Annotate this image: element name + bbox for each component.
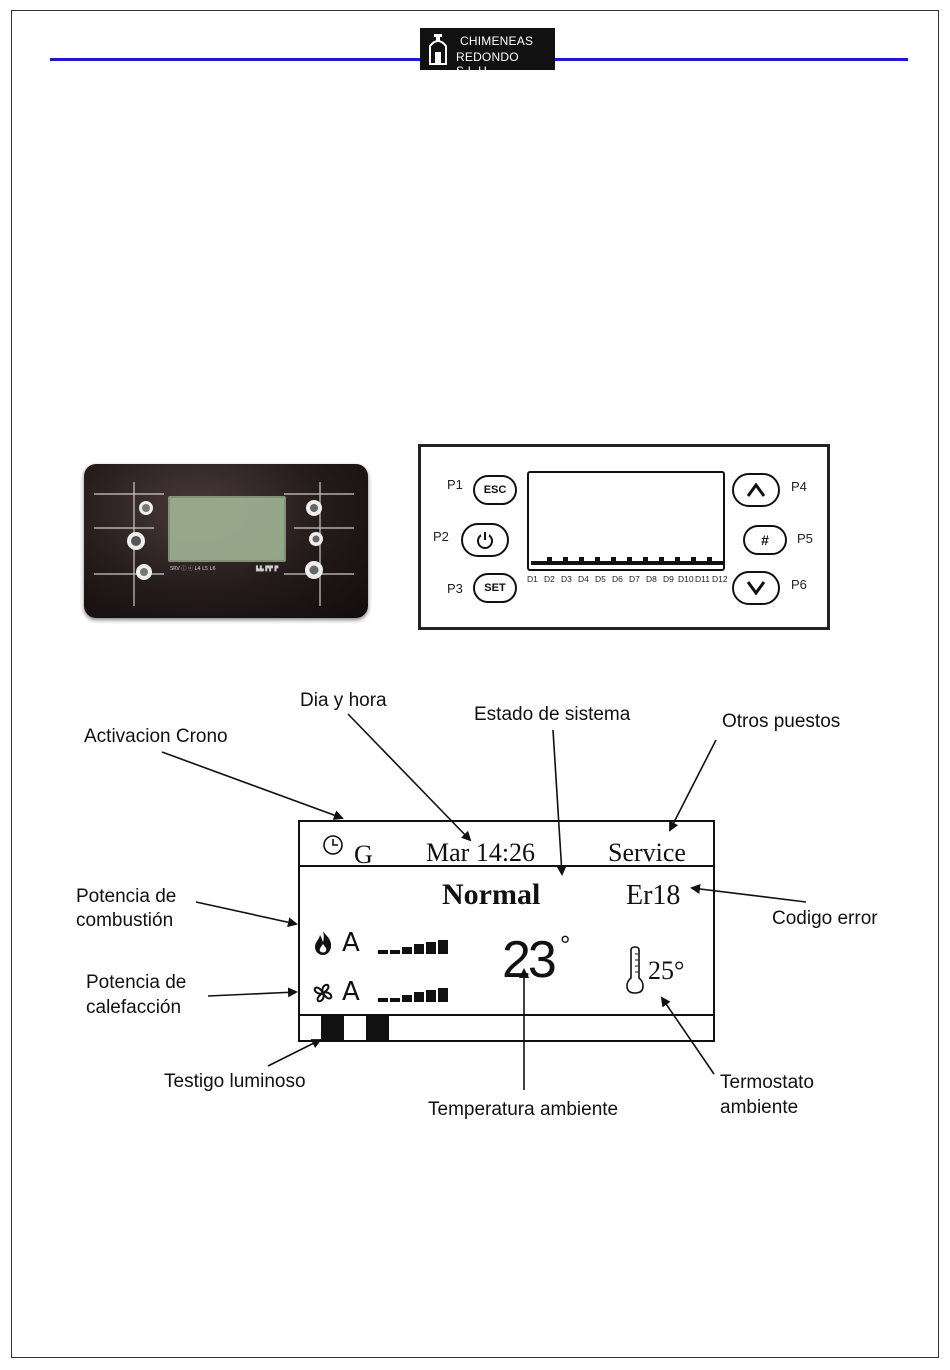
error-code: Er18: [626, 880, 681, 911]
led-label-d12: D12: [712, 574, 728, 584]
svg-text:▙▙ ▛▛ ▛: ▙▙ ▛▛ ▛: [255, 565, 279, 572]
p3-label: P3: [447, 581, 463, 596]
power-icon: [477, 530, 493, 549]
system-status: Normal: [442, 878, 541, 911]
page-border: [11, 10, 939, 1358]
led-label-d10: D10: [678, 574, 694, 584]
led-label-d11: D11: [695, 574, 710, 584]
arrow-up-icon: [747, 483, 765, 497]
control-panel-photo-art: SRV ⓘ ⓒ L4 L5 L6 ▙▙ ▛▛ ▛: [94, 482, 354, 606]
label-otros-puestos: Otros puestos: [722, 711, 841, 732]
p2-label: P2: [433, 529, 449, 544]
label-termostato-2: ambiente: [720, 1097, 799, 1118]
status-led-1: [321, 1016, 344, 1040]
led-label-d2: D2: [544, 574, 555, 584]
flame-icon: [315, 931, 332, 955]
chimney-logo-icon: [429, 34, 447, 65]
date-time-readout: Mar 14:26: [426, 838, 536, 867]
led-label-d8: D8: [646, 574, 657, 584]
control-panel-diagram: P1 ESC P2 P3 SET D1 D2 D3 D4 D5 D6 D7 D8: [418, 444, 830, 630]
svg-text:SRV ⓘ ⓒ L4 L5 L6: SRV ⓘ ⓒ L4 L5 L6: [170, 565, 216, 572]
power-button[interactable]: [461, 523, 509, 557]
label-termostato-1: Termostato: [720, 1072, 814, 1093]
p1-label: P1: [447, 477, 463, 492]
label-dia-hora: Dia y hora: [300, 690, 387, 711]
degree-symbol: °: [560, 930, 571, 960]
label-potencia-calefaccion-2: calefacción: [86, 997, 182, 1018]
led-label-d7: D7: [629, 574, 640, 584]
esc-button[interactable]: ESC: [473, 475, 517, 505]
fan-icon: [313, 983, 333, 1003]
clock-icon: [323, 835, 343, 855]
label-activacion-crono: Activacion Crono: [84, 726, 228, 747]
led-label-d3: D3: [561, 574, 572, 584]
lcd-bottom-divider: [300, 1014, 713, 1016]
lcd-top-divider: [300, 865, 713, 867]
other-status: Service: [608, 838, 686, 867]
header-line-left: [50, 58, 422, 61]
set-button[interactable]: SET: [473, 573, 517, 603]
combustion-power-bars: [378, 940, 452, 958]
label-potencia-combustion-1: Potencia de: [76, 886, 177, 907]
up-button[interactable]: [732, 473, 780, 507]
p4-label: P4: [791, 479, 807, 494]
company-logo: CHIMENEAS REDONDO S.L.U.: [420, 28, 555, 78]
led-label-d5: D5: [595, 574, 606, 584]
control-panel-photo: SRV ⓘ ⓒ L4 L5 L6 ▙▙ ▛▛ ▛: [84, 464, 368, 618]
label-estado-sistema: Estado de sistema: [474, 704, 631, 725]
led-label-d4: D4: [578, 574, 589, 584]
hash-button[interactable]: #: [743, 525, 787, 555]
display-screen: [527, 471, 725, 571]
label-testigo-luminoso: Testigo luminoso: [164, 1071, 306, 1092]
arrow-down-icon: [747, 581, 765, 595]
heating-mode: A: [342, 977, 360, 1007]
led-markers: [530, 556, 723, 565]
p6-label: P6: [791, 577, 807, 592]
heating-power-bars: [378, 988, 452, 1006]
room-temperature: 23: [502, 931, 557, 989]
label-temperatura-ambiente: Temperatura ambiente: [428, 1099, 619, 1120]
logo-text-line2: REDONDO S.L.U.: [456, 50, 519, 78]
led-label-d9: D9: [663, 574, 674, 584]
logo-text-line1: CHIMENEAS: [460, 34, 534, 48]
lcd-display-diagram: G Mar 14:26 Service Normal Er18 A A 23 °: [298, 820, 715, 1042]
thermostat-setpoint: 25°: [648, 956, 685, 985]
label-potencia-combustion-2: combustión: [76, 910, 174, 931]
led-label-d6: D6: [612, 574, 623, 584]
crono-indicator: G: [354, 840, 373, 869]
combustion-mode: A: [342, 928, 360, 958]
down-button[interactable]: [732, 571, 780, 605]
p5-label: P5: [797, 531, 813, 546]
label-potencia-calefaccion-1: Potencia de: [86, 972, 187, 993]
status-led-2: [366, 1016, 389, 1040]
header-line-right: [553, 58, 908, 61]
led-label-d1: D1: [527, 574, 538, 584]
label-codigo-error: Codigo error: [772, 908, 878, 929]
thermometer-icon: [626, 946, 644, 994]
